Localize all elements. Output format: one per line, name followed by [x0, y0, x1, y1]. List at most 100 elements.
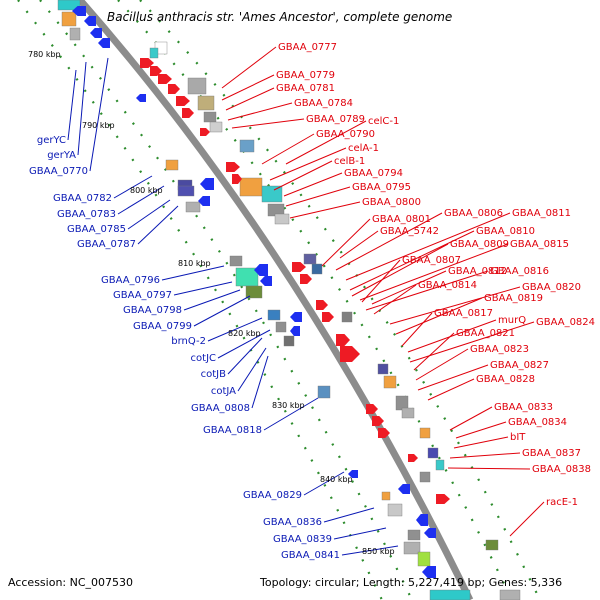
feature-block — [239, 177, 263, 197]
tick-label: 790 kbp — [82, 121, 115, 130]
feature-block — [303, 253, 317, 265]
reverse-gene-label: cotJB — [201, 369, 226, 380]
forward-gene-label: GBAA_0827 — [490, 360, 549, 371]
feature-block — [403, 541, 421, 555]
forward-label-leader — [227, 102, 293, 121]
feature-block — [275, 321, 287, 333]
reverse-gene-label: cotJA — [211, 386, 236, 397]
forward-gene-label: GBAA_0794 — [344, 168, 403, 179]
forward-gene-arrow — [322, 312, 334, 322]
reverse-label-leader — [113, 175, 153, 199]
tick-label: 810 kbp — [178, 259, 211, 268]
feature-block — [69, 27, 81, 41]
feature-block — [187, 77, 207, 95]
forward-gene-label: GBAA_0828 — [476, 374, 535, 385]
reverse-label-leader — [89, 57, 109, 172]
forward-gene-label: GBAA_0821 — [456, 328, 515, 339]
forward-label-leader — [453, 436, 509, 449]
feature-block — [341, 311, 353, 323]
feature-block — [239, 139, 255, 153]
reverse-gene-arrow — [398, 484, 410, 494]
forward-gene-label: GBAA_0812 — [448, 266, 507, 277]
forward-label-leader — [449, 452, 521, 459]
forward-label-leader — [359, 243, 509, 301]
tick-label: 820 kbp — [228, 329, 261, 338]
reverse-label-leader — [207, 317, 263, 342]
feature-block — [407, 529, 421, 541]
forward-gene-arrow — [292, 262, 306, 272]
reverse-gene-label: GBAA_0785 — [67, 224, 126, 235]
feature-block — [317, 385, 331, 399]
forward-label-leader — [427, 378, 475, 401]
forward-label-leader — [221, 74, 275, 101]
backbone-arc — [77, 0, 474, 600]
reverse-gene-arrow — [254, 264, 268, 276]
forward-gene-label: GBAA_0823 — [470, 344, 529, 355]
forward-gene-label: GBAA_0810 — [476, 226, 535, 237]
feature-block — [283, 335, 295, 347]
reverse-label-leader — [77, 61, 87, 156]
feature-tracks — [57, 0, 521, 600]
forward-gene-arrow — [316, 300, 328, 310]
feature-block — [61, 11, 77, 27]
forward-gene-label: bIT — [510, 432, 526, 443]
feature-block — [383, 375, 397, 389]
feature-block — [229, 255, 243, 267]
feature-block — [267, 309, 281, 321]
feature-block — [499, 589, 521, 600]
forward-gene-label: GBAA_0795 — [352, 182, 411, 193]
forward-label-leader — [401, 312, 433, 347]
feature-block — [209, 121, 223, 133]
reverse-label-leader — [117, 185, 165, 215]
forward-label-leader — [285, 120, 367, 165]
forward-gene-label: racE-1 — [546, 497, 578, 508]
forward-gene-label: celB-1 — [334, 156, 365, 167]
forward-label-leader — [335, 212, 443, 271]
forward-label-leader — [395, 297, 483, 335]
forward-gene-label: GBAA_0817 — [434, 308, 493, 319]
feature-block — [197, 95, 215, 111]
grid-dots — [17, 0, 541, 600]
forward-label-leader — [339, 230, 379, 259]
reverse-label-leader — [173, 281, 233, 296]
feature-block — [165, 159, 179, 171]
reverse-gene-arrow — [290, 312, 302, 322]
reverse-gene-arrow — [424, 528, 436, 538]
forward-label-leader — [261, 133, 315, 165]
forward-gene-arrow — [372, 416, 384, 426]
forward-label-leader — [449, 406, 493, 431]
forward-gene-label: GBAA_0820 — [522, 282, 581, 293]
reverse-label-leader — [263, 397, 319, 431]
forward-gene-label: GBAA_0777 — [278, 42, 337, 53]
forward-label-leader — [415, 348, 469, 381]
tick-label: 840 kbp — [320, 475, 353, 484]
forward-gene-arrow — [168, 84, 180, 94]
reverse-gene-label: GBAA_0841 — [281, 550, 340, 561]
tick-label: 850 kbp — [362, 547, 395, 556]
forward-gene-arrow — [378, 428, 390, 438]
reverse-gene-label: GBAA_0829 — [243, 490, 302, 501]
forward-gene-label: celC-1 — [368, 116, 399, 127]
forward-gene-label: GBAA_0807 — [402, 255, 461, 266]
reverse-gene-arrow — [200, 178, 214, 190]
reverse-label-leader — [323, 507, 375, 523]
forward-gene-label: murQ — [498, 315, 526, 326]
feature-block — [311, 263, 323, 275]
forward-label-leader — [283, 172, 343, 197]
feature-block — [245, 285, 263, 299]
forward-gene-label: GBAA_0811 — [512, 208, 571, 219]
reverse-gene-label: gerYC — [37, 135, 66, 146]
reverse-label-leader — [161, 265, 225, 281]
forward-label-leader — [321, 218, 371, 267]
forward-label-leader — [289, 201, 361, 219]
reverse-label-leader — [303, 471, 345, 496]
forward-gene-label: GBAA_0837 — [522, 448, 581, 459]
feature-block — [149, 47, 159, 59]
forward-gene-arrow — [366, 404, 378, 414]
forward-label-leader — [371, 270, 447, 305]
forward-gene-arrow — [340, 346, 360, 362]
forward-label-leader — [455, 421, 507, 439]
forward-gene-label: GBAA_0816 — [490, 266, 549, 277]
